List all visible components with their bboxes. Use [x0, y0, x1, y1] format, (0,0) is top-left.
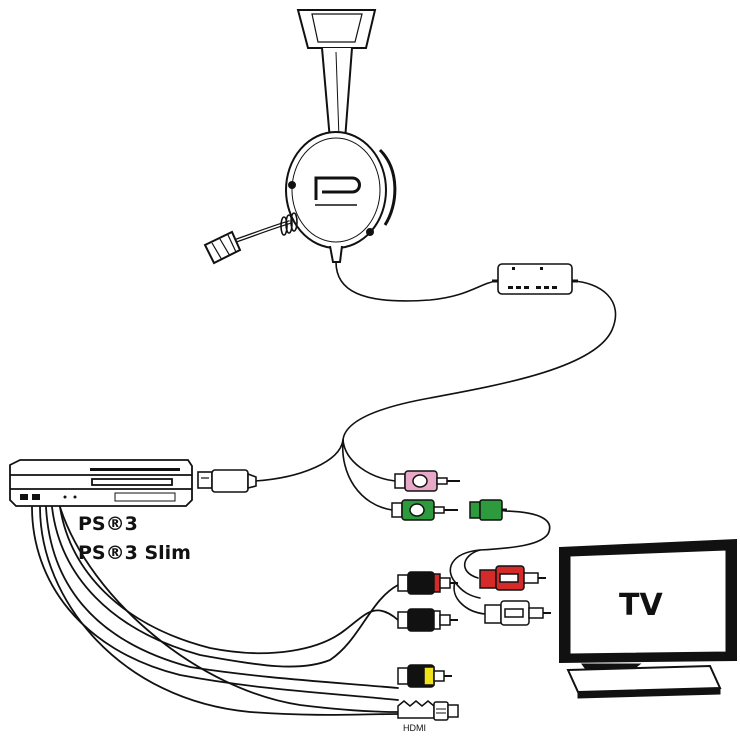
red-rca-plug	[397, 571, 458, 595]
cable-controller-main	[342, 280, 617, 441]
cable-adapter-white	[453, 581, 486, 615]
console-label: PS®3	[78, 513, 138, 535]
cable-audio	[341, 439, 393, 511]
cable-usb	[254, 439, 344, 482]
hdmi-label: HDMI	[403, 723, 426, 733]
tv-label: TV	[619, 588, 663, 623]
mic-capsule	[203, 230, 242, 265]
cables	[254, 261, 617, 615]
yellow-rca-plug	[397, 664, 452, 688]
tv-icon	[559, 538, 737, 699]
cable-headset-controller	[335, 261, 498, 302]
ps3-console-icon	[9, 459, 193, 507]
mic-plug-icon	[394, 470, 460, 492]
av-bundle	[31, 506, 399, 716]
white-rca-adapter	[484, 600, 551, 626]
inline-controller-icon	[492, 263, 578, 295]
white-rca-plug	[397, 608, 458, 632]
tv-stand	[566, 664, 722, 694]
hdmi-plug-icon	[397, 700, 459, 721]
audio-adapter-jack	[469, 499, 507, 521]
cable-adapter-red	[463, 549, 481, 579]
red-rca-adapter	[479, 565, 546, 591]
console-slim-label: PS®3 Slim	[78, 542, 191, 564]
audio-plug-icon	[391, 499, 458, 521]
brand-logo-icon	[314, 176, 361, 200]
usb-plug-icon	[197, 469, 257, 493]
headset-icon	[203, 9, 397, 265]
cable-mic	[342, 439, 396, 482]
mic-spring	[280, 212, 298, 236]
